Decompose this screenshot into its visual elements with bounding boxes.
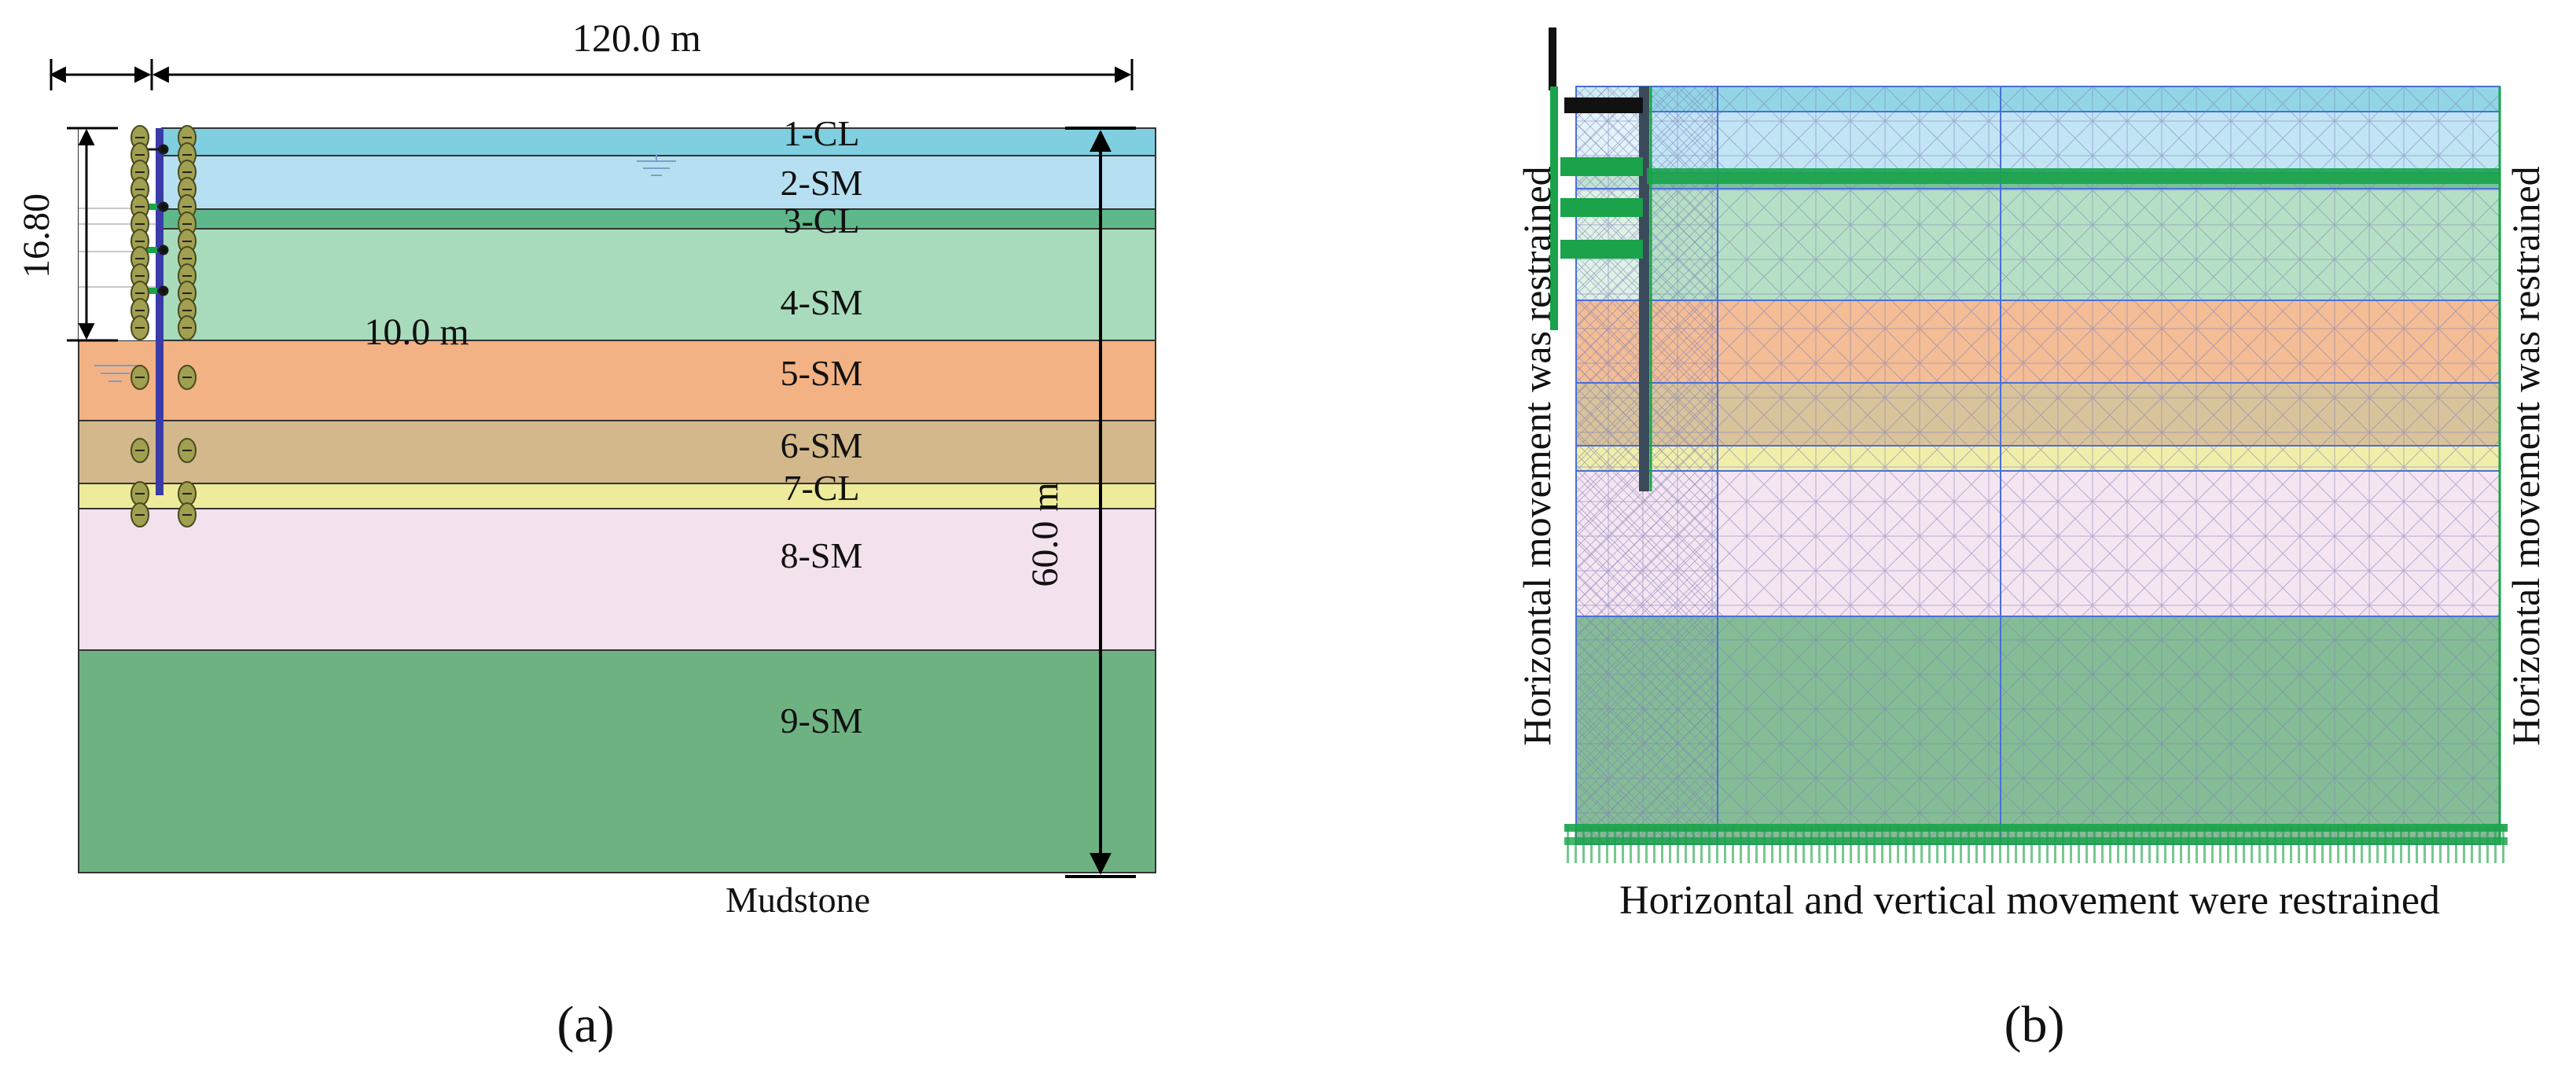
width-dimension <box>49 59 1134 90</box>
height-dimension-label: 60.0 m <box>1024 482 1066 586</box>
struts-b <box>1560 157 2500 259</box>
caption-a: (a) <box>557 996 614 1053</box>
struts <box>141 144 169 296</box>
caption-b: (b) <box>2005 996 2065 1053</box>
layer-label: 7-CL <box>783 468 859 508</box>
interface-elements-outside <box>178 125 197 527</box>
layer-2-SM <box>78 155 1156 210</box>
layer-label: 1-CL <box>783 113 859 153</box>
layer-6-SM <box>78 420 1156 484</box>
layer-label: 9-SM <box>781 700 863 741</box>
layer-label: 3-CL <box>783 200 859 241</box>
depth-dimension <box>67 127 118 342</box>
layer-label: 6-SM <box>781 425 863 465</box>
layer-8-SM <box>78 508 1156 651</box>
left-boundary-label: Horizontal movement was restrained <box>1515 166 1559 745</box>
layer-4-SM <box>78 228 1156 341</box>
mudstone-label: Mudstone <box>726 880 870 920</box>
layer-1-CL <box>78 127 1156 156</box>
layer-7-CL <box>78 483 1156 509</box>
water-level-icon-excavation <box>94 365 138 382</box>
diaphragm-wall-b <box>1639 86 1649 491</box>
height-dimension <box>1065 127 1136 878</box>
soil-profile-a <box>78 127 1156 873</box>
layer-label: 5-SM <box>781 353 863 393</box>
water-level-icon-outside <box>637 154 676 176</box>
diaphragm-wall <box>156 128 164 495</box>
depth-dimension-label: 16.80 <box>16 193 57 278</box>
excavation-width-label: 10.0 m <box>364 311 469 353</box>
left-restraint <box>1550 86 1558 330</box>
layer-label: 4-SM <box>781 282 863 322</box>
width-dimension-label: 120.0 m <box>572 16 701 60</box>
layer-3-CL <box>78 208 1156 230</box>
strut-connectors <box>146 204 157 294</box>
top-strut <box>1564 97 1643 113</box>
panel-b: Horizontal movement was restrained Horiz… <box>1515 28 2548 1053</box>
layer-label: 2-SM <box>781 163 863 203</box>
interface-elements-inside <box>130 125 149 527</box>
bottom-boundary-label: Horizontal and vertical movement were re… <box>1619 878 2440 923</box>
layer-5-SM <box>78 340 1156 421</box>
bottom-fixities <box>1564 824 2508 863</box>
finite-element-mesh <box>1576 86 2500 844</box>
layer-label: 8-SM <box>781 535 863 575</box>
layer-9-SM <box>78 649 1156 873</box>
panel-a: 1-CL 2-SM 3-CL 4-SM 5-SM 6-SM 7-CL 8-SM … <box>16 16 1156 1053</box>
left-boundary-marker <box>1549 28 1556 90</box>
right-boundary-label: Horizontal movement was restrained <box>2504 166 2548 745</box>
